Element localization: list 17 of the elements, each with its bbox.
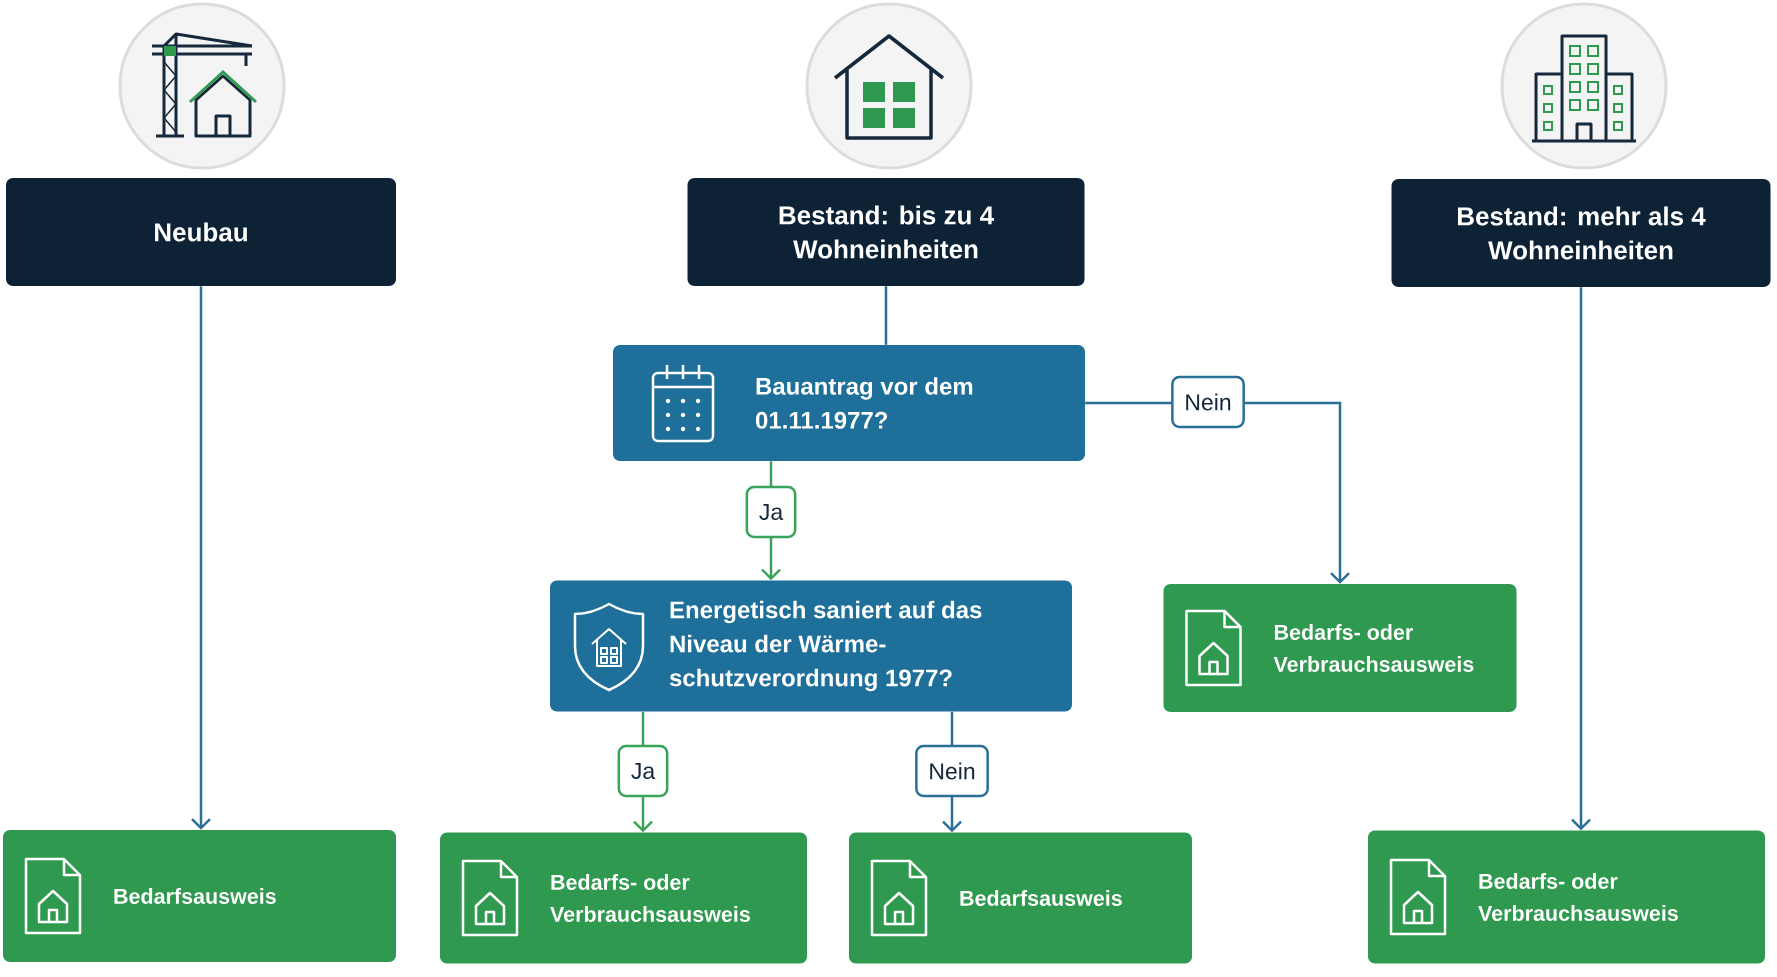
- arrow: [1571, 287, 1591, 831]
- edge-label: Ja: [617, 744, 669, 798]
- header-box: Neubau: [6, 178, 396, 286]
- header-box: Bestand: bis zu 4 Wohneinheiten: [687, 178, 1085, 286]
- edge-label: Nein: [1171, 375, 1245, 429]
- edge-label: Nein: [915, 744, 989, 798]
- question-box: Bauantrag vor dem 01.11.1977?: [613, 345, 1085, 461]
- edge-label: Ja: [745, 485, 797, 539]
- certificate-box: Bedarfsausweis: [3, 830, 396, 962]
- certificate-box: Bedarfs- oder Verbrauchsausweis: [440, 832, 807, 964]
- connector-line: [884, 286, 888, 345]
- certificate-box: Bedarfsausweis: [849, 832, 1192, 964]
- certificate-box: Bedarfs- oder Verbrauchsausweis: [1368, 830, 1765, 964]
- question-box: Energetisch saniert auf das Niveau der Wärme- schutzverordnung 1977?: [550, 580, 1072, 712]
- certificate-box: Bedarfs- oder Verbrauchsausweis: [1163, 584, 1517, 712]
- arrow: [191, 286, 211, 830]
- header-box: Bestand: mehr als 4 Wohneinheiten: [1391, 179, 1771, 287]
